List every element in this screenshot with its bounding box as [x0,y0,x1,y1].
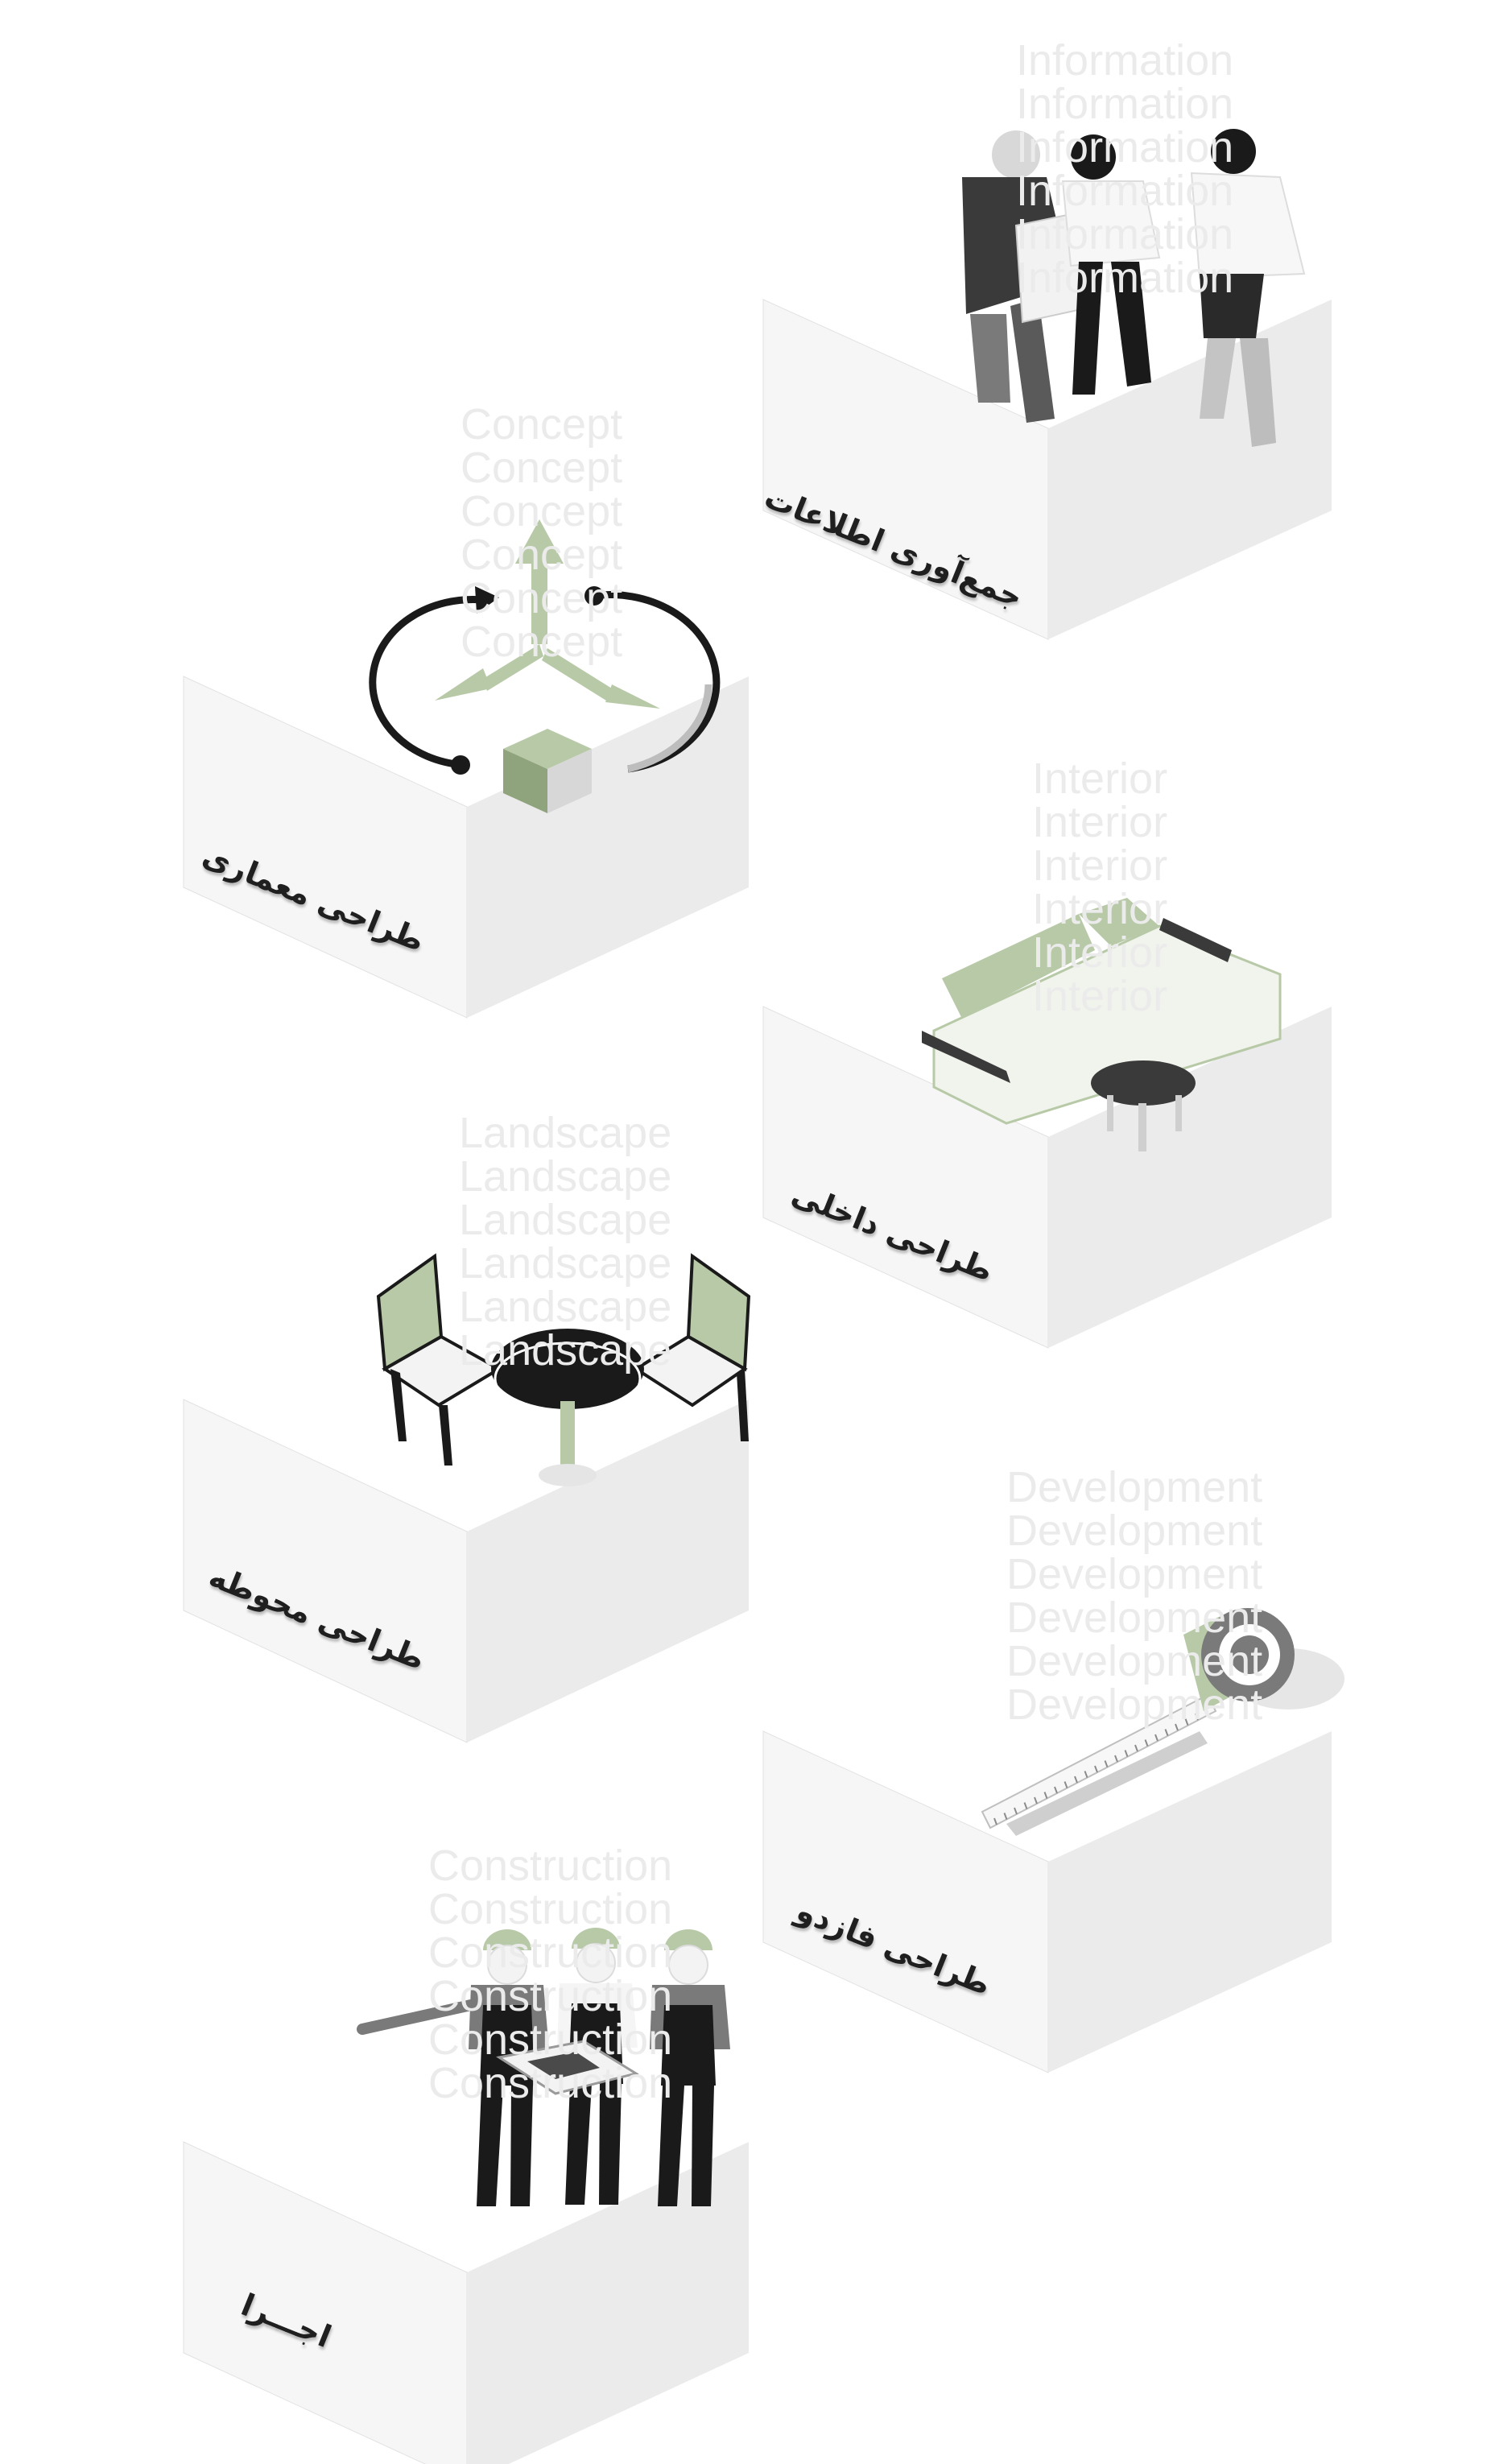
patio-furniture-icon [376,1253,751,1486]
tape-tick [1144,1739,1149,1747]
tape-tick [1094,1765,1098,1773]
sofa-arm [1159,918,1232,962]
person-leg [1010,298,1055,423]
block-construction-left-face [183,2141,468,2464]
person-head [1071,134,1116,180]
block-construction-right-face [467,2142,749,2464]
orbit-arrow-right [592,591,721,773]
tape-tick [1175,1723,1179,1731]
person-head [1211,129,1256,174]
coffee-table-leg [1107,1095,1113,1131]
coffee-table-leg [1138,1103,1146,1151]
tape-tick [1054,1786,1058,1794]
overalls [661,2005,716,2086]
leg [599,2084,622,2205]
tape-tick [1084,1771,1088,1778]
hard-hat [572,1928,620,1949]
construction-workers-icon [357,1928,730,2206]
orbit-arrow-grey [626,684,712,773]
pointing-arm [357,1999,477,2035]
team-meeting-icon [962,129,1306,447]
tape-strip [981,1693,1217,1829]
table-base [539,1464,597,1486]
block-architecture-right-face [467,676,749,1018]
tape-tick [1034,1796,1038,1805]
block-development-right-face [1048,1731,1332,2073]
tape-case-hub [1230,1635,1269,1674]
person-leg [1240,338,1276,447]
block-architecture [183,676,749,1019]
sofa-arm [922,1031,1010,1083]
arrowhead [475,586,499,614]
table-top [491,1329,644,1409]
rotate-axes-icon [369,519,721,813]
person-shirt [1061,180,1161,267]
coffee-table-leg [1175,1095,1182,1131]
person-head [992,130,1040,179]
chair-leg [390,1369,407,1441]
tape-tick [1184,1718,1189,1726]
coffee-table-top [1091,1060,1196,1106]
tape-tick [1154,1734,1159,1742]
axis-right-shaft [542,648,612,701]
person-leg [1072,262,1103,395]
chair-leg [737,1369,749,1441]
person-leg [1200,338,1236,419]
leg [510,2086,533,2206]
cube-right [547,749,592,813]
blueprint-drawing [527,2052,600,2079]
head [487,1945,527,1985]
axis-up-arrow [515,519,564,564]
block-landscape-right-face [467,1399,749,1743]
hard-hat [483,1929,531,1950]
orbit-end-dot [584,586,604,606]
axis-up-shaft [531,564,547,644]
hard-hat [664,1929,712,1950]
tape-tick [1124,1750,1129,1757]
leg [477,2086,503,2206]
sofa-backrest [1079,898,1159,946]
leg [565,2084,592,2205]
person-shirt [1190,172,1306,279]
sofa-backrest [942,914,1095,1019]
table-stem [560,1401,575,1474]
leg [692,2086,714,2206]
tape-tick [1104,1760,1109,1767]
tape-tick [1023,1802,1028,1809]
tape-tick [1064,1781,1068,1788]
tape-tick [1014,1807,1018,1815]
tape-tick [1195,1713,1199,1721]
person-leg [1111,262,1151,387]
axis-left-arrow [435,668,491,701]
leg [658,2086,684,2206]
block-development [762,1730,1332,2073]
head [576,1943,616,1983]
axis-left-shaft [483,644,543,691]
tape-tick [993,1817,997,1825]
person-apron [1200,274,1264,338]
block-interior-right-face [1048,1007,1332,1348]
orbit-arrow-left [369,596,484,769]
head [668,1945,708,1985]
tape-tick [1043,1792,1048,1799]
person-leg [970,314,1010,403]
tape-tick [1114,1755,1118,1763]
orbit-end-dot [451,755,470,775]
worker-right [650,1929,730,2206]
tape-tick [1003,1813,1008,1820]
axis-right-arrow [605,684,660,709]
tape-tick [1074,1776,1078,1784]
tape-tick [1134,1744,1138,1752]
block-landscape [183,1399,749,1743]
chair-leg [439,1405,452,1466]
tape-shadow-strip [1006,1731,1208,1836]
sofa-icon [922,898,1282,1151]
worker-left [469,1929,549,2206]
block-construction [183,2141,749,2464]
cube-left [503,749,547,813]
tape-tick [1164,1729,1169,1736]
tape-measure-icon [981,1608,1344,1836]
